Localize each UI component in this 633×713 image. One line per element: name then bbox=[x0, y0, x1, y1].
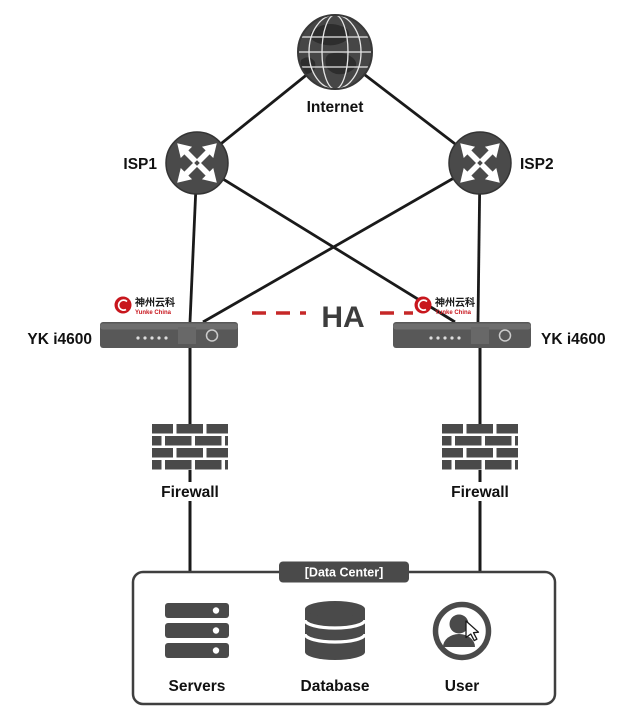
edge-isp2-yk-left bbox=[202, 161, 481, 324]
yunke-logo-cn: 神州云科 bbox=[435, 296, 475, 309]
firewall-right-label: Firewall bbox=[451, 484, 509, 501]
yunke-logo-en: Yunke China bbox=[435, 310, 472, 316]
yk-left-label: YK i4600 bbox=[27, 331, 92, 348]
firewall-right-node: Firewall bbox=[442, 424, 518, 501]
yk-right-node: 神州云科 Yunke China YK i4600 bbox=[393, 296, 606, 348]
server-stack-icon bbox=[165, 603, 229, 658]
cursor-arrow-icon bbox=[465, 620, 480, 642]
ha-label: HA bbox=[321, 301, 364, 334]
router-icon bbox=[165, 131, 229, 195]
datacenter-badge bbox=[279, 561, 409, 583]
appliance-icon bbox=[100, 322, 238, 348]
yunke-logo-en: Yunke China bbox=[135, 310, 172, 316]
firewall-left-node: Firewall bbox=[152, 424, 228, 501]
edge-isp1-yk-right bbox=[196, 161, 456, 324]
brick-wall-icon bbox=[442, 424, 518, 470]
firewall-left-label: Firewall bbox=[161, 484, 219, 501]
yunke-logo: 神州云科 Yunke China bbox=[414, 296, 475, 316]
internet-node: Internet bbox=[297, 14, 373, 116]
database-node: Database bbox=[301, 601, 370, 695]
yunke-logo-cn: 神州云科 bbox=[135, 296, 175, 309]
isp1-node: ISP1 bbox=[123, 131, 229, 195]
isp2-label: ISP2 bbox=[520, 156, 554, 173]
servers-node: Servers bbox=[165, 603, 229, 695]
user-label: User bbox=[445, 678, 479, 695]
database-label: Database bbox=[301, 678, 370, 695]
servers-label: Servers bbox=[169, 678, 226, 695]
datacenter-label: [Data Center] bbox=[305, 566, 384, 580]
datacenter-group: [Data Center] Servers Database bbox=[131, 561, 557, 706]
appliance-icon bbox=[393, 322, 531, 348]
isp2-node: ISP2 bbox=[448, 131, 554, 195]
brick-wall-icon bbox=[152, 424, 228, 470]
user-node: User bbox=[432, 601, 492, 695]
user-cursor-icon bbox=[432, 601, 492, 661]
globe-icon bbox=[297, 14, 373, 90]
yk-right-label: YK i4600 bbox=[541, 331, 606, 348]
internet-label: Internet bbox=[307, 99, 364, 116]
yunke-logo: 神州云科 Yunke China bbox=[114, 296, 175, 316]
database-cylinder-icon bbox=[303, 601, 367, 660]
isp1-label: ISP1 bbox=[123, 156, 157, 173]
router-icon bbox=[448, 131, 512, 195]
yk-left-node: 神州云科 Yunke China YK i4600 bbox=[27, 296, 238, 348]
